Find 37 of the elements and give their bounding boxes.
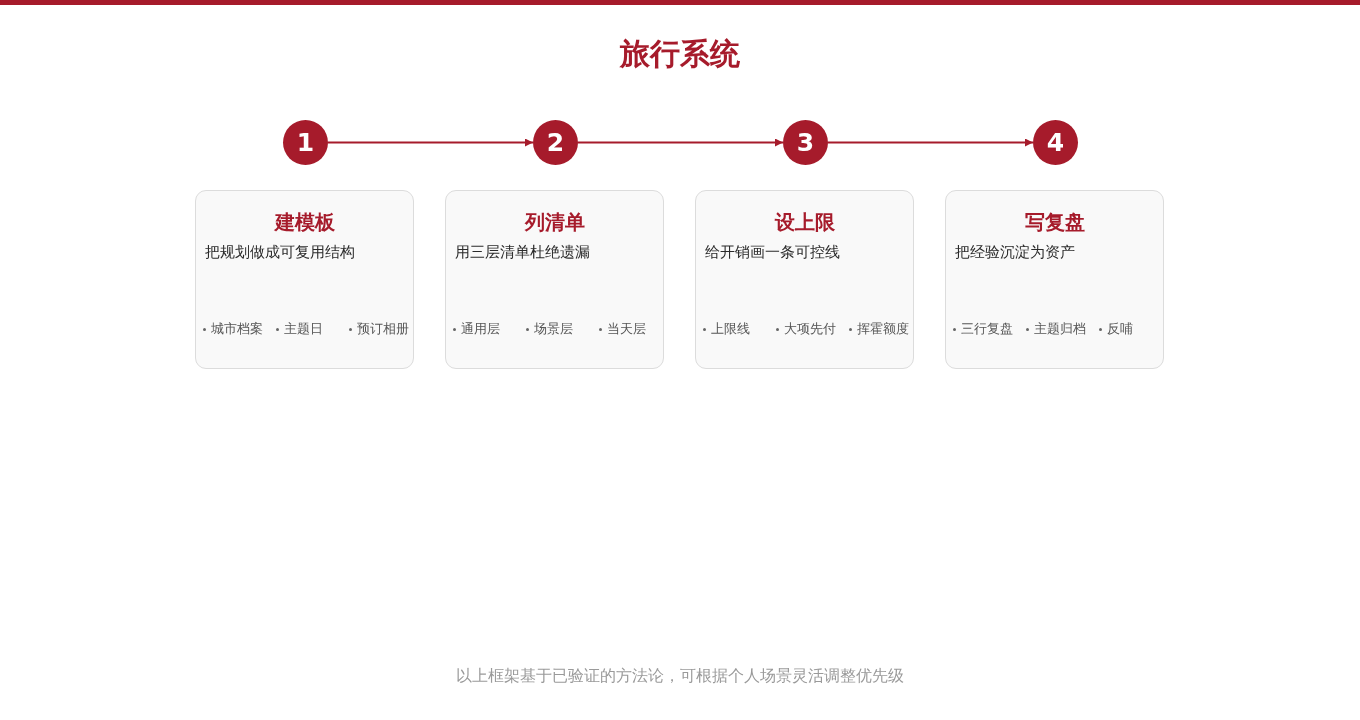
- list-item: 主题归档: [1034, 320, 1086, 338]
- step-card: [695, 190, 914, 369]
- list-item: 挥霍额度: [857, 320, 909, 338]
- step-number: 3: [796, 127, 815, 158]
- step-number-circle: [283, 120, 328, 165]
- card-title: 列清单: [523, 209, 586, 235]
- list-item: 主题日: [284, 320, 323, 338]
- list-item: 反哺: [1107, 320, 1133, 338]
- arrow: [827, 138, 1034, 147]
- step-number-circle: [533, 120, 578, 165]
- card-description: 用三层清单杜绝遗漏: [455, 243, 591, 262]
- arrow: [327, 138, 534, 147]
- list-item: 三行复盘: [961, 320, 1013, 338]
- card-title: 写复盘: [1023, 209, 1086, 235]
- list-item: 城市档案: [211, 320, 263, 338]
- footer-note: 以上框架基于已验证的方法论，可根据个人场景灵活调整优先级: [455, 666, 905, 687]
- step-number-circle: [783, 120, 828, 165]
- card-title: 设上限: [773, 209, 836, 235]
- step-card: [945, 190, 1164, 369]
- card-title: 建模板: [273, 209, 336, 235]
- arrow: [577, 138, 784, 147]
- list-item: 预订相册: [357, 320, 409, 338]
- step-number: 4: [1046, 127, 1065, 158]
- list-item: 场景层: [534, 320, 573, 338]
- step-number-circle: [1033, 120, 1078, 165]
- list-item: 大项先付: [784, 320, 836, 338]
- diagram-title: 旅行系统: [618, 35, 741, 73]
- card-description: 给开销画一条可控线: [705, 243, 841, 262]
- step-number: 2: [546, 127, 565, 158]
- step-card: [195, 190, 414, 369]
- list-item: 当天层: [607, 320, 646, 338]
- card-description: 把规划做成可复用结构: [205, 243, 356, 262]
- step-number: 1: [296, 127, 315, 158]
- step-card: [445, 190, 664, 369]
- card-description: 把经验沉淀为资产: [955, 243, 1076, 262]
- list-item: 上限线: [711, 320, 750, 338]
- list-item: 通用层: [461, 320, 500, 338]
